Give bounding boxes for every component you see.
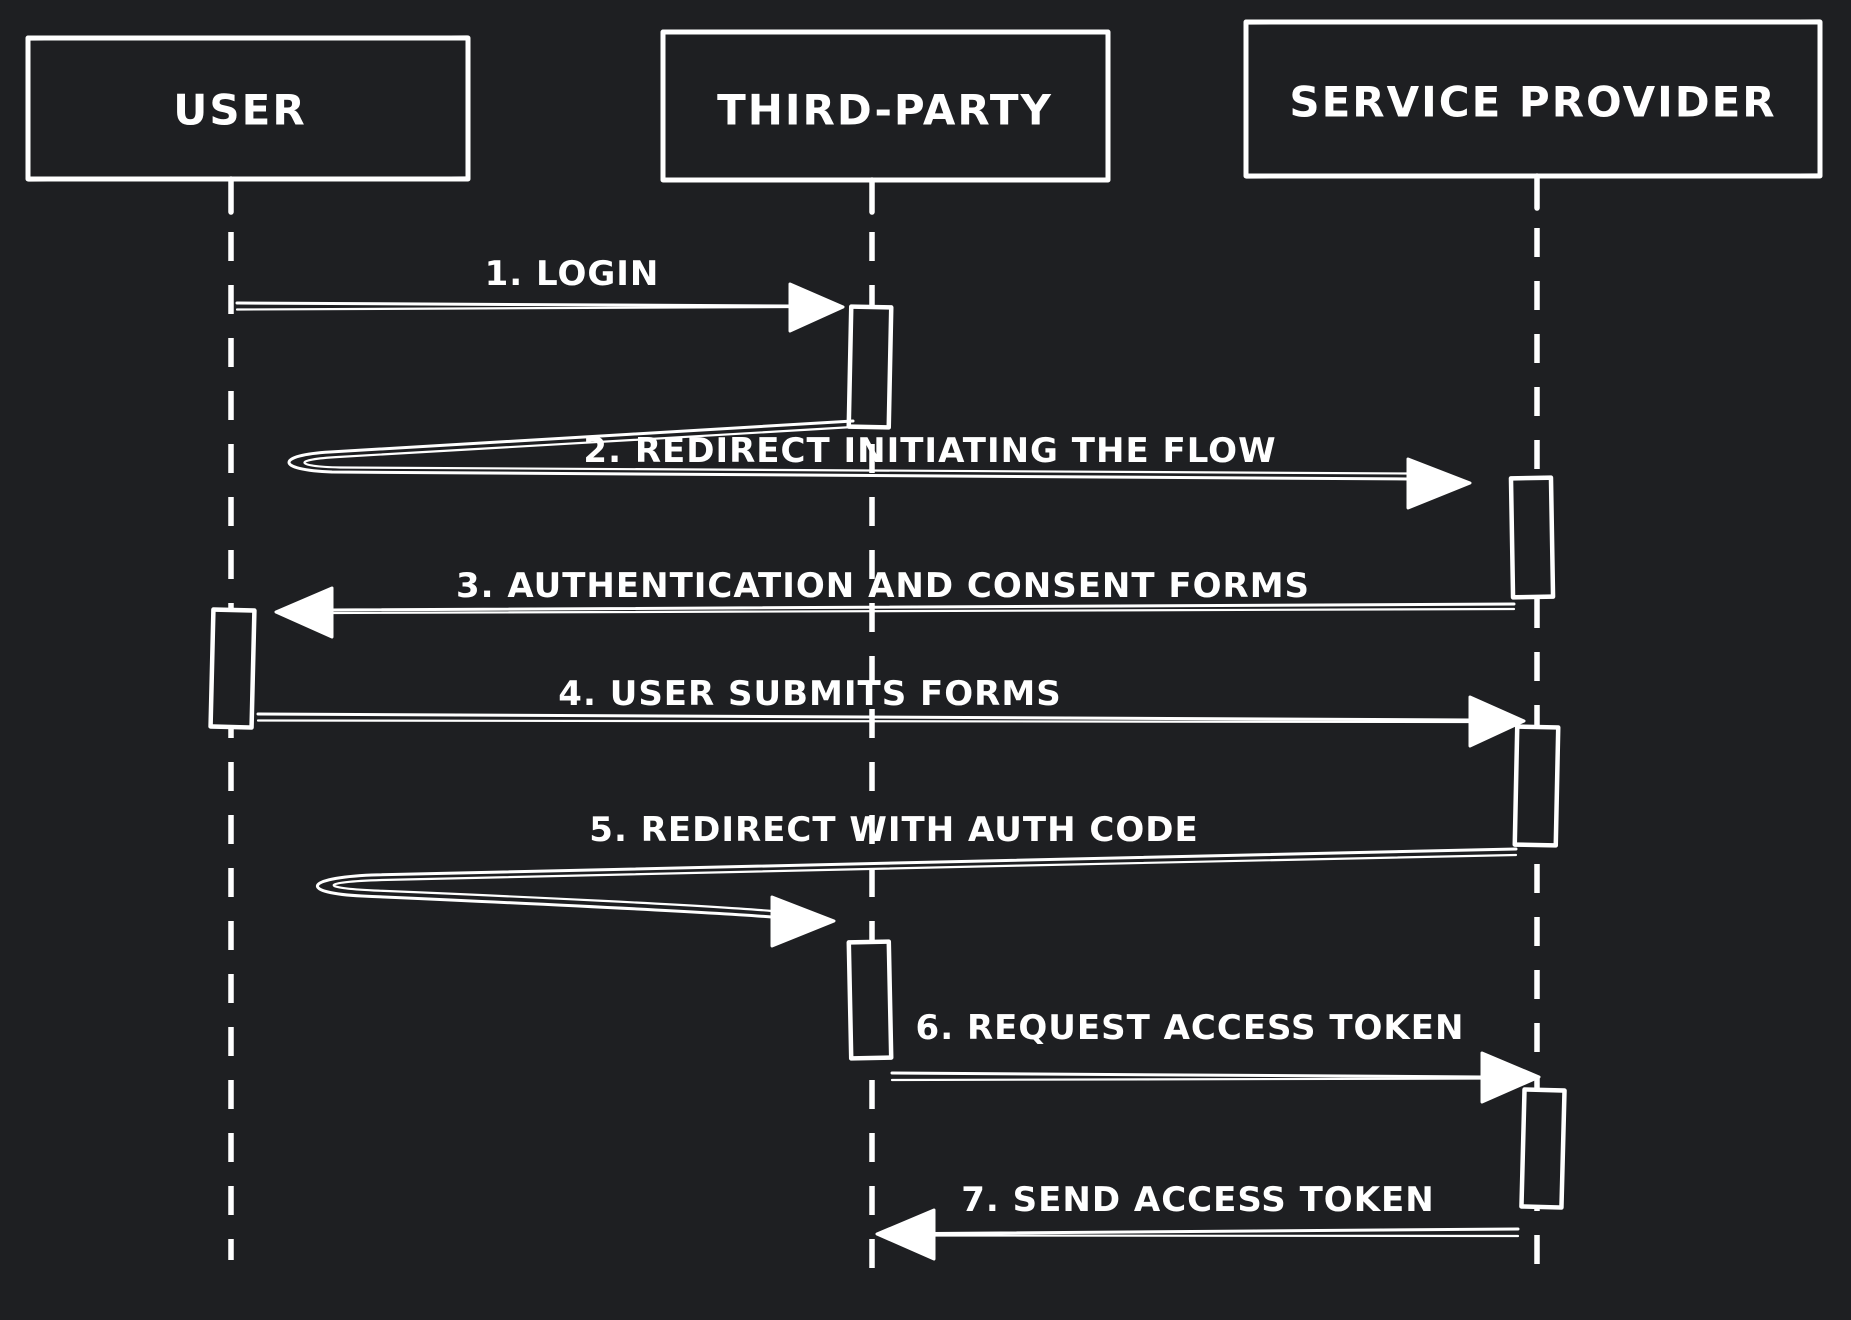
message-1-line: [235, 301, 794, 308]
actor-box-service-provider-sketch: [1244, 19, 1822, 179]
actor-label-service-provider: SERVICE PROVIDER: [1289, 78, 1776, 127]
message-4-line: [256, 712, 1474, 722]
message-2-label: 2. REDIRECT INITIATING THE FLOW: [583, 431, 1276, 471]
message-5-line: [315, 847, 1518, 919]
message-1: 1. LOGIN: [235, 254, 845, 333]
message-7: 7. SEND ACCESS TOKEN: [875, 1180, 1520, 1261]
message-6: 6. REQUEST ACCESS TOKEN: [890, 1008, 1541, 1104]
actor-label-user: USER: [173, 86, 306, 135]
message-3: 3. AUTHENTICATION AND CONSENT FORMS: [274, 566, 1516, 639]
message-4: 4. USER SUBMITS FORMS: [256, 674, 1526, 748]
activation-service-provider-1: [1508, 475, 1556, 600]
message-6-arrowhead: [1480, 1051, 1541, 1104]
message-7-line: [930, 1227, 1520, 1235]
activation-user-1: [208, 607, 257, 730]
activation-service-provider-2: [1512, 724, 1561, 848]
activation-third-party-2: [846, 939, 894, 1061]
message-1-label: 1. LOGIN: [485, 254, 660, 294]
message-2-arrowhead: [1406, 457, 1472, 510]
message-3-arrowhead: [274, 586, 334, 639]
message-7-line-sketch: [930, 1234, 1520, 1238]
message-5-label: 5. REDIRECT WITH AUTH CODE: [589, 810, 1198, 850]
actor-box-user-sketch: [26, 35, 470, 182]
actor-label-third-party: THIRD-PARTY: [717, 86, 1053, 135]
message-4-label: 4. USER SUBMITS FORMS: [558, 674, 1061, 714]
message-4-arrowhead: [1468, 695, 1526, 748]
actor-user: USER: [25, 35, 471, 182]
message-3-line: [328, 602, 1516, 612]
actor-service-provider: SERVICE PROVIDER: [1243, 19, 1823, 179]
message-6-line: [890, 1071, 1486, 1079]
message-1-line-sketch: [235, 305, 794, 311]
activation-service-provider-3: [1519, 1087, 1567, 1210]
message-5-line-sketch: [332, 853, 1518, 913]
activation-third-party-1: [846, 304, 894, 430]
message-3-label: 3. AUTHENTICATION AND CONSENT FORMS: [456, 566, 1310, 606]
message-7-label: 7. SEND ACCESS TOKEN: [961, 1180, 1435, 1220]
message-4-line-sketch: [256, 719, 1474, 724]
message-2-line: [287, 419, 1410, 481]
message-6-line-sketch: [890, 1077, 1486, 1082]
message-6-label: 6. REQUEST ACCESS TOKEN: [916, 1008, 1465, 1048]
actor-box-third-party-sketch: [661, 29, 1110, 183]
message-2: 2. REDIRECT INITIATING THE FLOW: [287, 419, 1472, 510]
message-3-line-sketch: [328, 607, 1516, 615]
message-5: 5. REDIRECT WITH AUTH CODE: [315, 810, 1518, 948]
message-2-line-sketch: [303, 425, 1410, 475]
message-5-arrowhead: [770, 895, 836, 948]
message-1-arrowhead: [788, 282, 845, 333]
actor-third-party: THIRD-PARTY: [660, 29, 1111, 183]
message-7-arrowhead: [875, 1208, 936, 1261]
